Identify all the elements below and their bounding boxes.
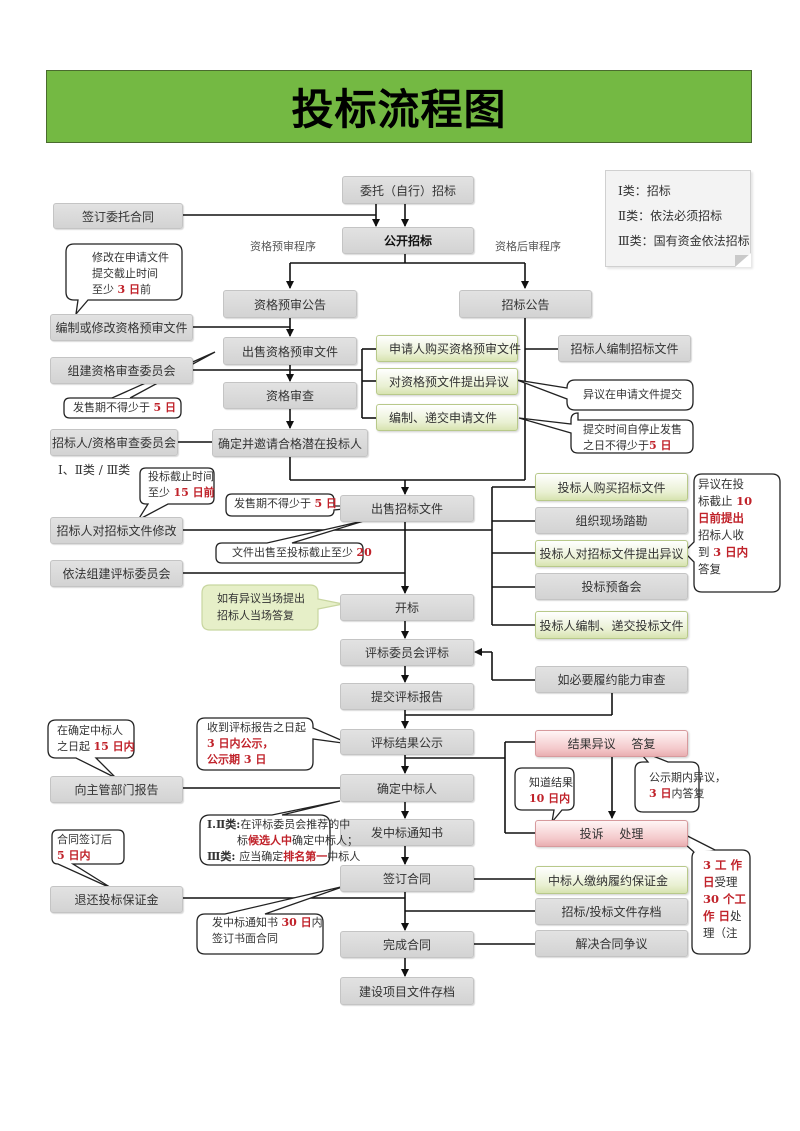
callout-bubble — [136, 467, 215, 522]
node-complete-contract[interactable]: 完成合同 — [340, 931, 474, 958]
postqual-program-label: 资格后审程序 — [495, 240, 561, 253]
callout-sign-contract: 发中标通知书 30 日内 签订书面合同 — [212, 916, 323, 945]
node-prequal-objection[interactable]: 对资格预文件提出异议 — [376, 368, 518, 395]
page-title: 投标流程图 — [291, 85, 507, 134]
node-tenderer-committee[interactable]: 招标人/资格审查委员会 — [50, 429, 178, 456]
node-submit-report[interactable]: 提交评标报告 — [340, 683, 474, 710]
callout-report-15days: 在确定中标人 之日起 15 日内 — [57, 724, 135, 753]
node-sign-entrust-contract[interactable]: 签订委托合同 — [53, 203, 183, 229]
legend-note: Ⅰ类：招标 Ⅱ类：依法必须招标 Ⅲ类：国有资金依法招标 — [605, 170, 751, 267]
node-form-eval-committee[interactable]: 依法组建评标委员会 — [50, 560, 183, 587]
callout-bubble — [215, 519, 368, 564]
node-archive-docs[interactable]: 招标/投标文件存档 — [535, 898, 688, 925]
node-site-visit[interactable]: 组织现场踏勘 — [535, 507, 688, 534]
node-performance-deposit[interactable]: 中标人缴纳履约保证金 — [535, 866, 688, 894]
callout-bubble — [199, 800, 341, 866]
node-result-objection[interactable]: 结果异议 答复 — [535, 730, 688, 757]
callout-know-result: 知道结果 10 日内 — [529, 776, 573, 805]
callout-complaint-handling: 3 工 作 日受理 30 个工 作 日处 理（注 — [703, 858, 747, 940]
node-bid-evaluation[interactable]: 评标委员会评标 — [340, 639, 474, 666]
callout-bubble — [518, 412, 694, 454]
node-archive-project[interactable]: 建设项目文件存档 — [340, 977, 474, 1005]
legend-item: Ⅱ类：依法必须招标 — [618, 209, 723, 223]
callout-bubble — [683, 473, 781, 593]
node-tender-notice[interactable]: 招标公告 — [459, 290, 592, 318]
prequal-program-label: 资格预审程序 — [250, 240, 316, 253]
node-sign-contract[interactable]: 签订合同 — [340, 865, 474, 892]
callout-modify-prequal: 修改在申请文件 提交截止时间 至少 3 日前 — [92, 251, 169, 296]
callout-winner-rule: Ⅰ.Ⅱ类:在评标委员会推荐的中 标候选人中确定中标人； Ⅲ类: 应当确定排名第一… — [207, 818, 361, 863]
node-invite-bidders[interactable]: 确定并邀请合格潜在投标人 — [212, 429, 368, 457]
node-performance-review[interactable]: 如必要履约能力审查 — [535, 666, 688, 693]
node-form-review-committee[interactable]: 组建资格审查委员会 — [50, 357, 193, 384]
node-modify-tender-docs[interactable]: 招标人对招标文件修改 — [50, 517, 183, 544]
callout-publicity-objection: 公示期内异议， 3 日内答复 — [649, 771, 726, 800]
callout-bubble — [51, 829, 125, 890]
legend-item: Ⅰ类：招标 — [618, 184, 671, 198]
callout-submit-time: 提交时间自停止发售 之日不得少于5 日 — [583, 423, 682, 452]
callout-bubble — [516, 379, 694, 411]
node-result-publicity[interactable]: 评标结果公示 — [340, 729, 474, 755]
node-prequal-notice[interactable]: 资格预审公告 — [223, 290, 357, 318]
node-buy-tender-docs[interactable]: 投标人购买招标文件 — [535, 473, 688, 501]
legend-item: Ⅲ类：国有资金依法招标 — [618, 234, 750, 248]
callout-prequal-objection: 异议在申请文件提交 — [583, 388, 682, 401]
node-open-tender[interactable]: 公开招标 — [342, 227, 474, 254]
node-sell-tender-docs[interactable]: 出售招标文件 — [340, 495, 474, 522]
node-contract-dispute[interactable]: 解决合同争议 — [535, 930, 688, 957]
node-report-authority[interactable]: 向主管部门报告 — [50, 776, 183, 803]
node-buy-prequal-docs[interactable]: 申请人购买资格预审文件 — [376, 335, 521, 362]
callout-opening-objection: 如有异议当场提出 招标人当场答复 — [217, 592, 305, 622]
node-entrust-tender[interactable]: 委托（自行）招标 — [342, 176, 474, 204]
callout-bubble — [225, 493, 375, 517]
node-sell-prequal-docs[interactable]: 出售资格预审文件 — [223, 337, 357, 365]
callout-bid-deadline-modify: 投标截止时间 至少 15 日前 — [148, 470, 215, 499]
node-submit-bid[interactable]: 投标人编制、递交投标文件 — [535, 611, 688, 639]
node-bid-opening[interactable]: 开标 — [340, 594, 474, 621]
title-banner: 投标流程图 — [46, 70, 752, 143]
node-prepare-prequal-docs[interactable]: 编制或修改资格预审文件 — [50, 314, 193, 341]
node-determine-winner[interactable]: 确定中标人 — [340, 774, 474, 802]
node-qualification-review[interactable]: 资格审查 — [223, 382, 357, 409]
callout-sale-period-bid: 发售期不得少于 5 日 — [234, 497, 337, 510]
categories-label: Ⅰ、Ⅱ类 / Ⅲ类 — [58, 463, 131, 477]
callout-bubble — [691, 849, 751, 955]
node-complaint[interactable]: 投诉 处理 — [535, 820, 688, 847]
callout-bubble — [634, 749, 700, 813]
callout-bubble — [196, 885, 346, 955]
node-prepare-tender-docs[interactable]: 招标人编制招标文件 — [558, 335, 691, 362]
node-award-notice[interactable]: 发中标通知书 — [340, 819, 474, 846]
callout-sale-period-prequal: 发售期不得少于 5 日 — [73, 401, 176, 414]
node-bid-objection[interactable]: 投标人对招标文件提出异议 — [535, 540, 688, 567]
node-pre-bid-meeting[interactable]: 投标预备会 — [535, 573, 688, 600]
callout-bubble — [47, 719, 135, 779]
callout-bid-objection: 异议在投 标截止 10 日前提出 招标人收 到 3 日内 答复 — [698, 477, 753, 576]
node-refund-deposit[interactable]: 退还投标保证金 — [50, 886, 183, 913]
callout-publicity: 收到评标报告之日起 3 日内公示， 公示期 3 日 — [207, 721, 306, 766]
node-submit-application[interactable]: 编制、递交申请文件 — [376, 404, 518, 431]
callout-bubble-green — [201, 584, 344, 631]
callout-bubble — [196, 717, 351, 771]
callout-refund-deposit: 合同签订后 5 日内 — [57, 833, 112, 862]
callout-sale-to-deadline: 文件出售至投标截止至少 20 — [232, 546, 372, 559]
callout-bubble — [514, 767, 575, 825]
callout-bubble — [63, 397, 182, 419]
